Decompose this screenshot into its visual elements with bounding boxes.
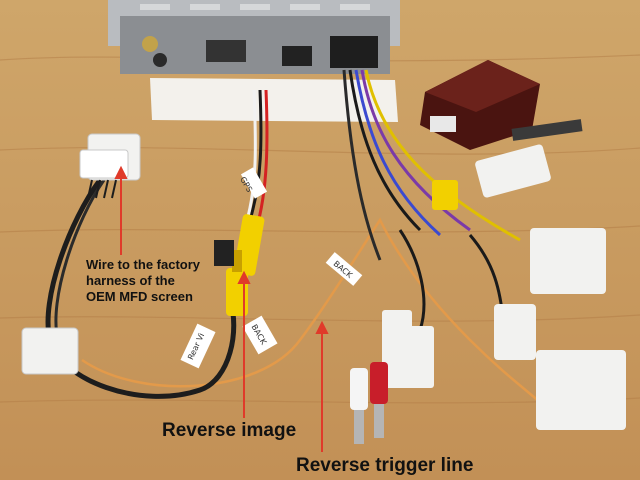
annotation-reverse-trigger: Reverse trigger line bbox=[296, 455, 474, 476]
tag-gps bbox=[240, 167, 268, 199]
connector-center-bottom bbox=[382, 326, 434, 388]
foam-block bbox=[150, 78, 398, 122]
annotation-factory-harness: Wire to the factory harness of the OEM M… bbox=[86, 257, 226, 305]
annotation-arrows bbox=[114, 165, 329, 452]
head-unit-chassis bbox=[108, 0, 400, 74]
annotation-reverse-image: Reverse image bbox=[162, 420, 297, 441]
tag-back bbox=[242, 315, 278, 355]
connector-right-middle bbox=[530, 228, 606, 294]
black-harness-loop bbox=[45, 178, 237, 399]
tag-back-small bbox=[325, 252, 363, 286]
connector-right-small bbox=[494, 304, 536, 360]
connector-right-top bbox=[475, 144, 551, 198]
lower-left-connector bbox=[21, 327, 79, 375]
black-small-plug bbox=[214, 240, 234, 266]
central-cable-bundle bbox=[242, 69, 521, 331]
module-box bbox=[420, 60, 540, 150]
annotation-factory-harness-line-3: OEM MFD screen bbox=[86, 289, 193, 304]
mfd-connector bbox=[79, 133, 141, 199]
connector-right-bottom bbox=[536, 350, 626, 430]
annotation-factory-harness-line-2: harness of the bbox=[86, 273, 175, 288]
tag-rear-view bbox=[180, 323, 216, 369]
annotation-factory-harness-line-1: Wire to the factory bbox=[86, 257, 201, 272]
yellow-rca-right bbox=[432, 180, 458, 210]
audio-rca-plugs bbox=[350, 362, 388, 444]
antenna-plug bbox=[511, 119, 583, 141]
